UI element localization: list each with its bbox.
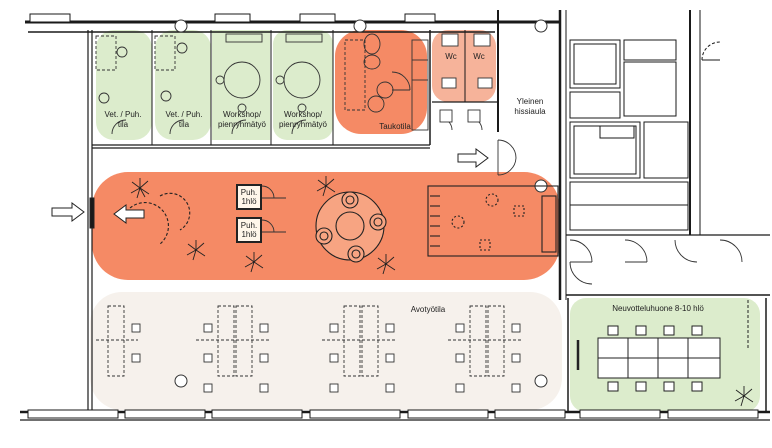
room-label-vet-puh-2: Vet. / Puh. tila <box>158 110 210 130</box>
room-label-line: Avotyötila <box>410 305 446 314</box>
room-label-line: Vet. / Puh. <box>104 110 142 119</box>
phone-booth-1: Puh. 1hlö <box>236 184 262 210</box>
booth-label-line: Puh. <box>240 221 258 230</box>
plant-icon <box>130 176 754 407</box>
room-label-taukotila: Taukotila <box>370 122 420 132</box>
booth-label-line: 1hlö <box>241 197 257 206</box>
booth-label-line: Puh. <box>240 188 258 197</box>
room-label-line: pienryhmätyö <box>217 120 267 129</box>
zone-vet-puh-2 <box>155 30 211 140</box>
room-label-line: tila <box>178 120 190 129</box>
room-label-wc-1: Wc <box>440 52 462 62</box>
room-label-line: Neuvotteluhuone 8-10 hlö <box>612 304 704 313</box>
zone-taukotila <box>335 30 427 134</box>
room-label-line: Wc <box>473 52 485 61</box>
window-sills <box>27 13 759 419</box>
zone-workshop-2 <box>273 30 333 140</box>
wc-fixtures <box>439 33 493 123</box>
booth-label-line: 1hlö <box>241 230 257 239</box>
zone-workshop-1 <box>212 30 270 140</box>
room-label-line: pienryhmätyö <box>278 120 328 129</box>
room-label-line: Vet. / Puh. <box>165 110 203 119</box>
zone-avotyotila <box>90 292 562 410</box>
open-workspace-chairs <box>131 323 521 393</box>
entrance-arrow-icon <box>51 148 489 229</box>
meeting-table <box>576 300 749 392</box>
room-label-yleinen-hissiaula: Yleinen hissiaula <box>506 97 554 117</box>
door-swings <box>111 71 743 285</box>
room-label-wc-2: Wc <box>468 52 490 62</box>
lounge-furniture <box>129 185 559 263</box>
room-label-line: Workshop/ <box>222 110 262 119</box>
room-label-vet-puh-1: Vet. / Puh. tila <box>100 110 146 130</box>
small-room-furniture <box>95 33 323 113</box>
columns <box>174 19 548 388</box>
room-label-workshop-2: Workshop/ pienryhmätyö <box>272 110 334 130</box>
room-label-line: Workshop/ <box>283 110 323 119</box>
room-label-workshop-1: Workshop/ pienryhmätyö <box>212 110 272 130</box>
room-label-line: Taukotila <box>379 122 411 131</box>
service-core <box>569 39 721 231</box>
room-label-neuvotteluhuone: Neuvotteluhuone 8-10 hlö <box>598 304 718 314</box>
room-label-line: Yleinen <box>516 97 544 106</box>
room-label-line: hissiaula <box>514 107 546 116</box>
room-label-line: Wc <box>445 52 457 61</box>
room-label-line: tila <box>117 120 129 129</box>
zone-vet-puh-1 <box>96 30 152 140</box>
phone-booth-2: Puh. 1hlö <box>236 217 262 243</box>
taukotila-furniture <box>344 33 429 131</box>
open-workspace-desks <box>96 305 522 377</box>
room-label-avotyotila: Avotyötila <box>398 305 458 315</box>
